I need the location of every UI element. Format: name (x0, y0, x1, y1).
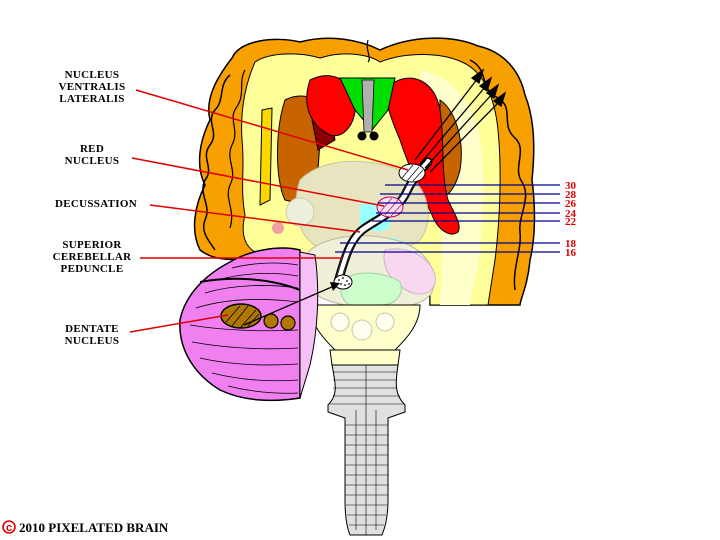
small-red-dot (272, 222, 284, 234)
svg-text:NUCLEUS: NUCLEUS (65, 155, 120, 167)
cortex-gyri-left (202, 74, 231, 251)
copyright-symbol: c (6, 522, 12, 534)
svg-text:DENTATE: DENTATE (65, 323, 119, 335)
section-level-lines (335, 184, 560, 253)
spinal-cord (327, 364, 406, 536)
pointer-red-nucleus (131, 157, 385, 207)
green-midbrain (340, 272, 402, 306)
svg-text:NUCLEUS: NUCLEUS (65, 69, 120, 81)
svg-text:CEREBELLAR: CEREBELLAR (53, 251, 133, 263)
label-superior-cerebellar-peduncle: SUPERIOR CEREBELLAR PEDUNCLE (53, 239, 133, 275)
cerebellum-folia (189, 262, 299, 394)
svg-text:PEDUNCLE: PEDUNCLE (61, 263, 124, 275)
dentate-to-scp-arrow (243, 285, 335, 326)
medulla-nucleus-2 (375, 312, 395, 332)
svg-text:NUCLEUS: NUCLEUS (65, 335, 120, 347)
svg-text:SUPERIOR: SUPERIOR (62, 239, 122, 251)
thalamocortical-fibers (414, 68, 507, 173)
svg-text:RED: RED (80, 143, 104, 155)
dentate-nucleus-shape (220, 303, 262, 329)
scp-origin-dots (333, 274, 353, 290)
anterior-commissure (366, 39, 370, 63)
dentate-hatch (225, 305, 260, 329)
level-number-26: 26 (565, 198, 577, 210)
midline-stalk (361, 79, 375, 133)
insula-strip (259, 107, 273, 206)
level-number-24: 24 (565, 208, 577, 220)
pointer-dentate (129, 314, 229, 333)
svg-text:VENTRALIS: VENTRALIS (59, 81, 126, 93)
level-number-30: 30 (565, 180, 577, 192)
spinal-cord-segments (330, 365, 404, 535)
level-number-18: 18 (565, 238, 577, 250)
internal-capsule-red (386, 77, 460, 235)
copyright-icon (2, 520, 16, 534)
cortex-gyri-left-2 (227, 69, 246, 229)
label-dentate-nucleus: DENTATE NUCLEUS (65, 323, 120, 347)
dentate-body-black-line (199, 277, 301, 291)
copyright-text: 2010 PIXELATED BRAIN (19, 520, 169, 535)
medulla-nucleus-3 (351, 319, 373, 341)
copyright: c 2010 PIXELATED BRAIN (2, 520, 169, 535)
cerebellum-vermis (299, 251, 319, 399)
svg-text:LATERALIS: LATERALIS (59, 93, 124, 105)
vl-nucleus-hatch (401, 164, 424, 182)
dentate-to-scp-arrowhead (330, 282, 340, 291)
level-number-16: 16 (565, 247, 577, 259)
medulla-upper (329, 349, 401, 366)
label-red-nucleus: RED NUCLEUS (65, 143, 120, 167)
pointer-lines (129, 89, 409, 333)
label-nucleus-ventralis-lateralis: NUCLEUS VENTRALIS LATERALIS (59, 69, 126, 105)
svg-text:DECUSSATION: DECUSSATION (55, 198, 137, 210)
fornix-left (357, 131, 367, 141)
label-decussation: DECUSSATION (55, 198, 137, 210)
fornix-right (369, 131, 379, 141)
level-number-22: 22 (565, 216, 577, 228)
pointer-vl (135, 89, 409, 171)
level-number-28: 28 (565, 189, 577, 201)
fastigial-nucleus (280, 315, 296, 331)
pointer-decussation (149, 204, 361, 233)
subthalamic-blob (285, 197, 315, 227)
medulla-nucleus-1 (330, 312, 350, 332)
thalamus-left (306, 75, 356, 137)
